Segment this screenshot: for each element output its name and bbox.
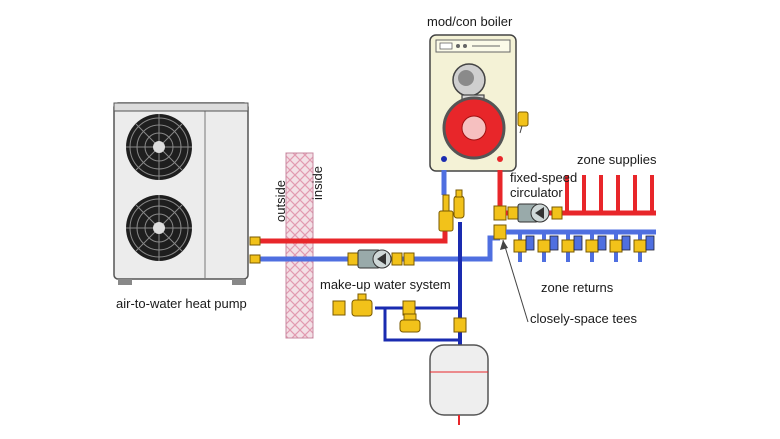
- zone-return-valves: [513, 232, 655, 262]
- makeup-valves: [332, 293, 467, 333]
- hp-circulator: [347, 249, 415, 269]
- circulator-label-2: circulator: [510, 185, 563, 200]
- wall-insulation: [285, 152, 314, 339]
- outside-label: outside: [273, 180, 288, 222]
- tees-leader-line: [500, 239, 529, 323]
- fan-top-icon: [126, 114, 192, 180]
- zone-supply-risers: [565, 175, 654, 213]
- zone-circulator: [507, 203, 563, 223]
- air-separator: [438, 189, 465, 232]
- circulator-label-1: fixed-speed: [510, 170, 577, 185]
- heat-pump-label: air-to-water heat pump: [116, 296, 247, 311]
- boiler: [429, 34, 529, 172]
- heat-pump: [113, 102, 249, 285]
- makeup-label: make-up water system: [320, 277, 451, 292]
- hp-fitting-supply: [249, 236, 261, 246]
- zone-returns-label: zone returns: [541, 280, 614, 295]
- boiler-label: mod/con boiler: [427, 14, 513, 29]
- expansion-tank: [429, 344, 489, 425]
- zone-supplies-label: zone supplies: [577, 152, 657, 167]
- tees-label: closely-space tees: [530, 311, 637, 326]
- hp-fitting-return: [249, 254, 261, 264]
- inside-label: inside: [310, 166, 325, 200]
- fan-bottom-icon: [126, 195, 192, 261]
